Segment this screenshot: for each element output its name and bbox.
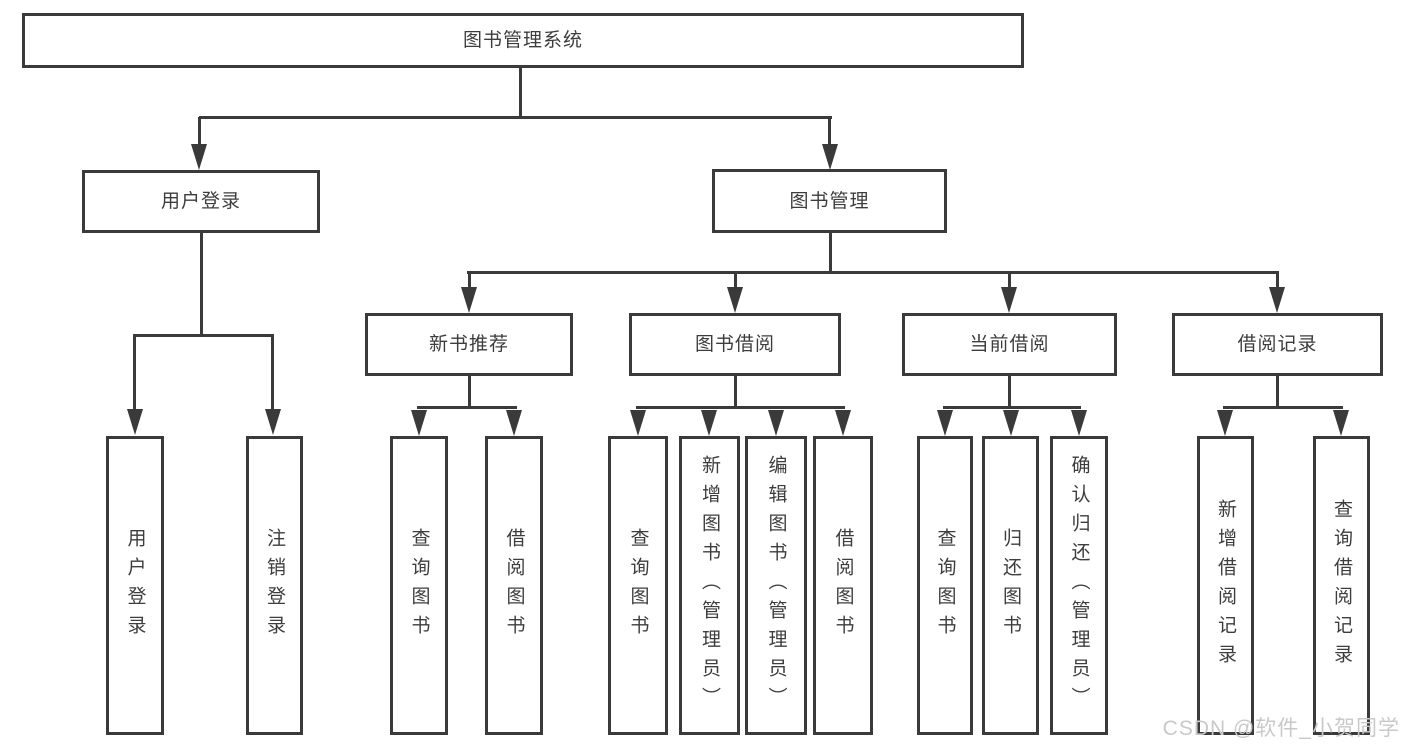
node-borrow-records-label: 借阅记录 — [1237, 334, 1318, 355]
node-root-label: 图书管理系统 — [462, 30, 583, 51]
leaf-logout: 注销登录 — [246, 436, 303, 735]
arrow-down-icon — [1217, 410, 1233, 436]
leaf-user-login: 用户登录 — [106, 436, 164, 735]
connector — [734, 271, 737, 291]
node-book-borrowing-label: 图书借阅 — [694, 334, 775, 355]
leaf-query-books-borrowing: 查询图书 — [608, 436, 668, 735]
leaf-query-books-recommend: 查询图书 — [390, 436, 448, 735]
connector — [828, 117, 831, 148]
arrow-down-icon — [1003, 410, 1019, 436]
node-current-borrowing-label: 当前借阅 — [969, 334, 1050, 355]
connector — [1276, 374, 1279, 409]
leaf-user-login-label: 用户登录 — [124, 527, 146, 644]
leaf-query-books-borrowing-label: 查询图书 — [627, 527, 649, 644]
leaf-add-borrow-record: 新增借阅记录 — [1197, 436, 1254, 735]
connector — [271, 334, 274, 413]
leaf-query-borrow-record: 查询借阅记录 — [1313, 436, 1370, 735]
connector — [198, 117, 201, 148]
leaf-edit-book-admin: 编辑图书（管理员） — [745, 436, 807, 735]
arrow-down-icon — [265, 409, 281, 435]
connector — [199, 116, 832, 119]
leaf-borrow-books-recommend-label: 借阅图书 — [503, 527, 525, 644]
arrow-down-icon — [191, 144, 207, 170]
arrow-down-icon — [937, 410, 953, 436]
connector — [468, 271, 471, 291]
arrow-down-icon — [411, 410, 427, 436]
connector — [467, 271, 1279, 274]
connector — [829, 231, 832, 274]
leaf-confirm-return-admin-label: 确认归还（管理员） — [1068, 455, 1090, 716]
connector — [734, 374, 737, 409]
arrow-down-icon — [768, 410, 784, 436]
node-new-book-recommend-label: 新书推荐 — [428, 334, 509, 355]
leaf-query-books-current-label: 查询图书 — [934, 527, 956, 644]
leaf-return-books: 归还图书 — [982, 436, 1039, 735]
leaf-query-books-recommend-label: 查询图书 — [408, 527, 430, 644]
leaf-return-books-label: 归还图书 — [1000, 527, 1021, 644]
connector — [133, 334, 274, 337]
node-root: 图书管理系统 — [22, 13, 1024, 68]
csdn-watermark: CSDN @软件_小贺同学 — [1162, 717, 1400, 740]
node-book-management: 图书管理 — [712, 169, 947, 233]
leaf-add-book-admin: 新增图书（管理员） — [679, 436, 740, 735]
arrow-down-icon — [461, 287, 477, 313]
node-book-management-label: 图书管理 — [789, 190, 870, 212]
leaf-borrow-books-recommend: 借阅图书 — [485, 436, 543, 735]
arrow-down-icon — [1001, 287, 1017, 313]
connector — [1276, 271, 1279, 291]
connector — [943, 406, 1081, 409]
leaf-borrow-books-borrowing-label: 借阅图书 — [832, 527, 854, 644]
leaf-add-borrow-record-label: 新增借阅记录 — [1215, 498, 1236, 673]
leaf-add-book-admin-label: 新增图书（管理员） — [699, 455, 720, 716]
node-borrow-records: 借阅记录 — [1172, 313, 1383, 376]
connector — [468, 374, 471, 409]
connector — [1008, 374, 1011, 409]
leaf-query-books-current: 查询图书 — [917, 436, 973, 735]
leaf-confirm-return-admin: 确认归还（管理员） — [1050, 436, 1108, 735]
leaf-query-borrow-record-label: 查询借阅记录 — [1331, 498, 1352, 673]
node-user-login: 用户登录 — [82, 170, 320, 233]
connector — [519, 66, 522, 119]
arrow-down-icon — [727, 287, 743, 313]
arrow-down-icon — [1269, 287, 1285, 313]
connector — [200, 231, 203, 337]
node-user-login-label: 用户登录 — [160, 191, 241, 212]
node-current-borrowing: 当前借阅 — [902, 313, 1117, 376]
connector — [133, 334, 136, 413]
leaf-logout-label: 注销登录 — [264, 527, 285, 644]
connector — [636, 406, 845, 409]
connector — [417, 406, 517, 409]
connector — [1008, 271, 1011, 291]
leaf-edit-book-admin-label: 编辑图书（管理员） — [765, 455, 787, 716]
arrow-down-icon — [1071, 410, 1087, 436]
node-new-book-recommend: 新书推荐 — [365, 313, 573, 376]
arrow-down-icon — [127, 409, 143, 435]
node-book-borrowing: 图书借阅 — [629, 313, 841, 376]
arrow-down-icon — [1333, 410, 1349, 436]
arrow-down-icon — [630, 410, 646, 436]
arrow-down-icon — [822, 144, 838, 170]
arrow-down-icon — [701, 410, 717, 436]
leaf-borrow-books-borrowing: 借阅图书 — [813, 436, 873, 735]
arrow-down-icon — [506, 410, 522, 436]
connector — [1223, 406, 1343, 409]
arrow-down-icon — [835, 410, 851, 436]
